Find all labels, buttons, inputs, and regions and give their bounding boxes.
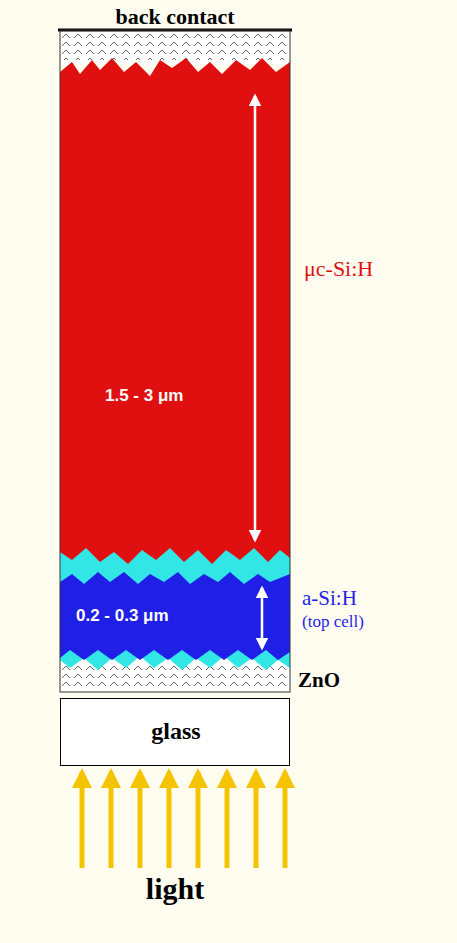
a-si-layer: [60, 572, 290, 660]
node-text: glass: [151, 718, 200, 745]
light-ray: [225, 772, 230, 868]
light-arrows: [82, 772, 285, 868]
uc-si-layer: [60, 58, 290, 564]
light-ray: [254, 772, 259, 868]
light-ray: [196, 772, 201, 868]
thickness-arrow: [261, 588, 264, 648]
light-ray: [109, 772, 114, 868]
doped-interlayer: [60, 548, 290, 670]
back-contact-layer: [60, 30, 290, 64]
layer-label: ZnO: [298, 668, 340, 693]
light-ray: [167, 772, 172, 868]
node-text: 1.5 - 3 μm: [105, 386, 183, 406]
stack-outline: [60, 30, 290, 692]
glass-box: glass: [60, 698, 290, 766]
light-ray: [80, 772, 85, 868]
back-contact-hatch: [60, 32, 290, 60]
layer-label: μc-Si:H: [304, 256, 373, 282]
layer-note: (top cell): [302, 612, 364, 632]
light-ray: [283, 772, 288, 868]
light-label: light: [146, 872, 204, 906]
light-ray: [138, 772, 143, 868]
zno-hatch: [60, 664, 290, 690]
thickness-arrow: [254, 96, 257, 540]
uc-si-layer-region: 1.5 - 3 μm: [60, 64, 250, 550]
layer-label: back contact: [115, 4, 234, 30]
layer-label: a-Si:H: [302, 586, 357, 611]
node-text: 0.2 - 0.3 μm: [76, 606, 169, 626]
a-si-layer-region: 0.2 - 0.3 μm: [60, 584, 256, 646]
